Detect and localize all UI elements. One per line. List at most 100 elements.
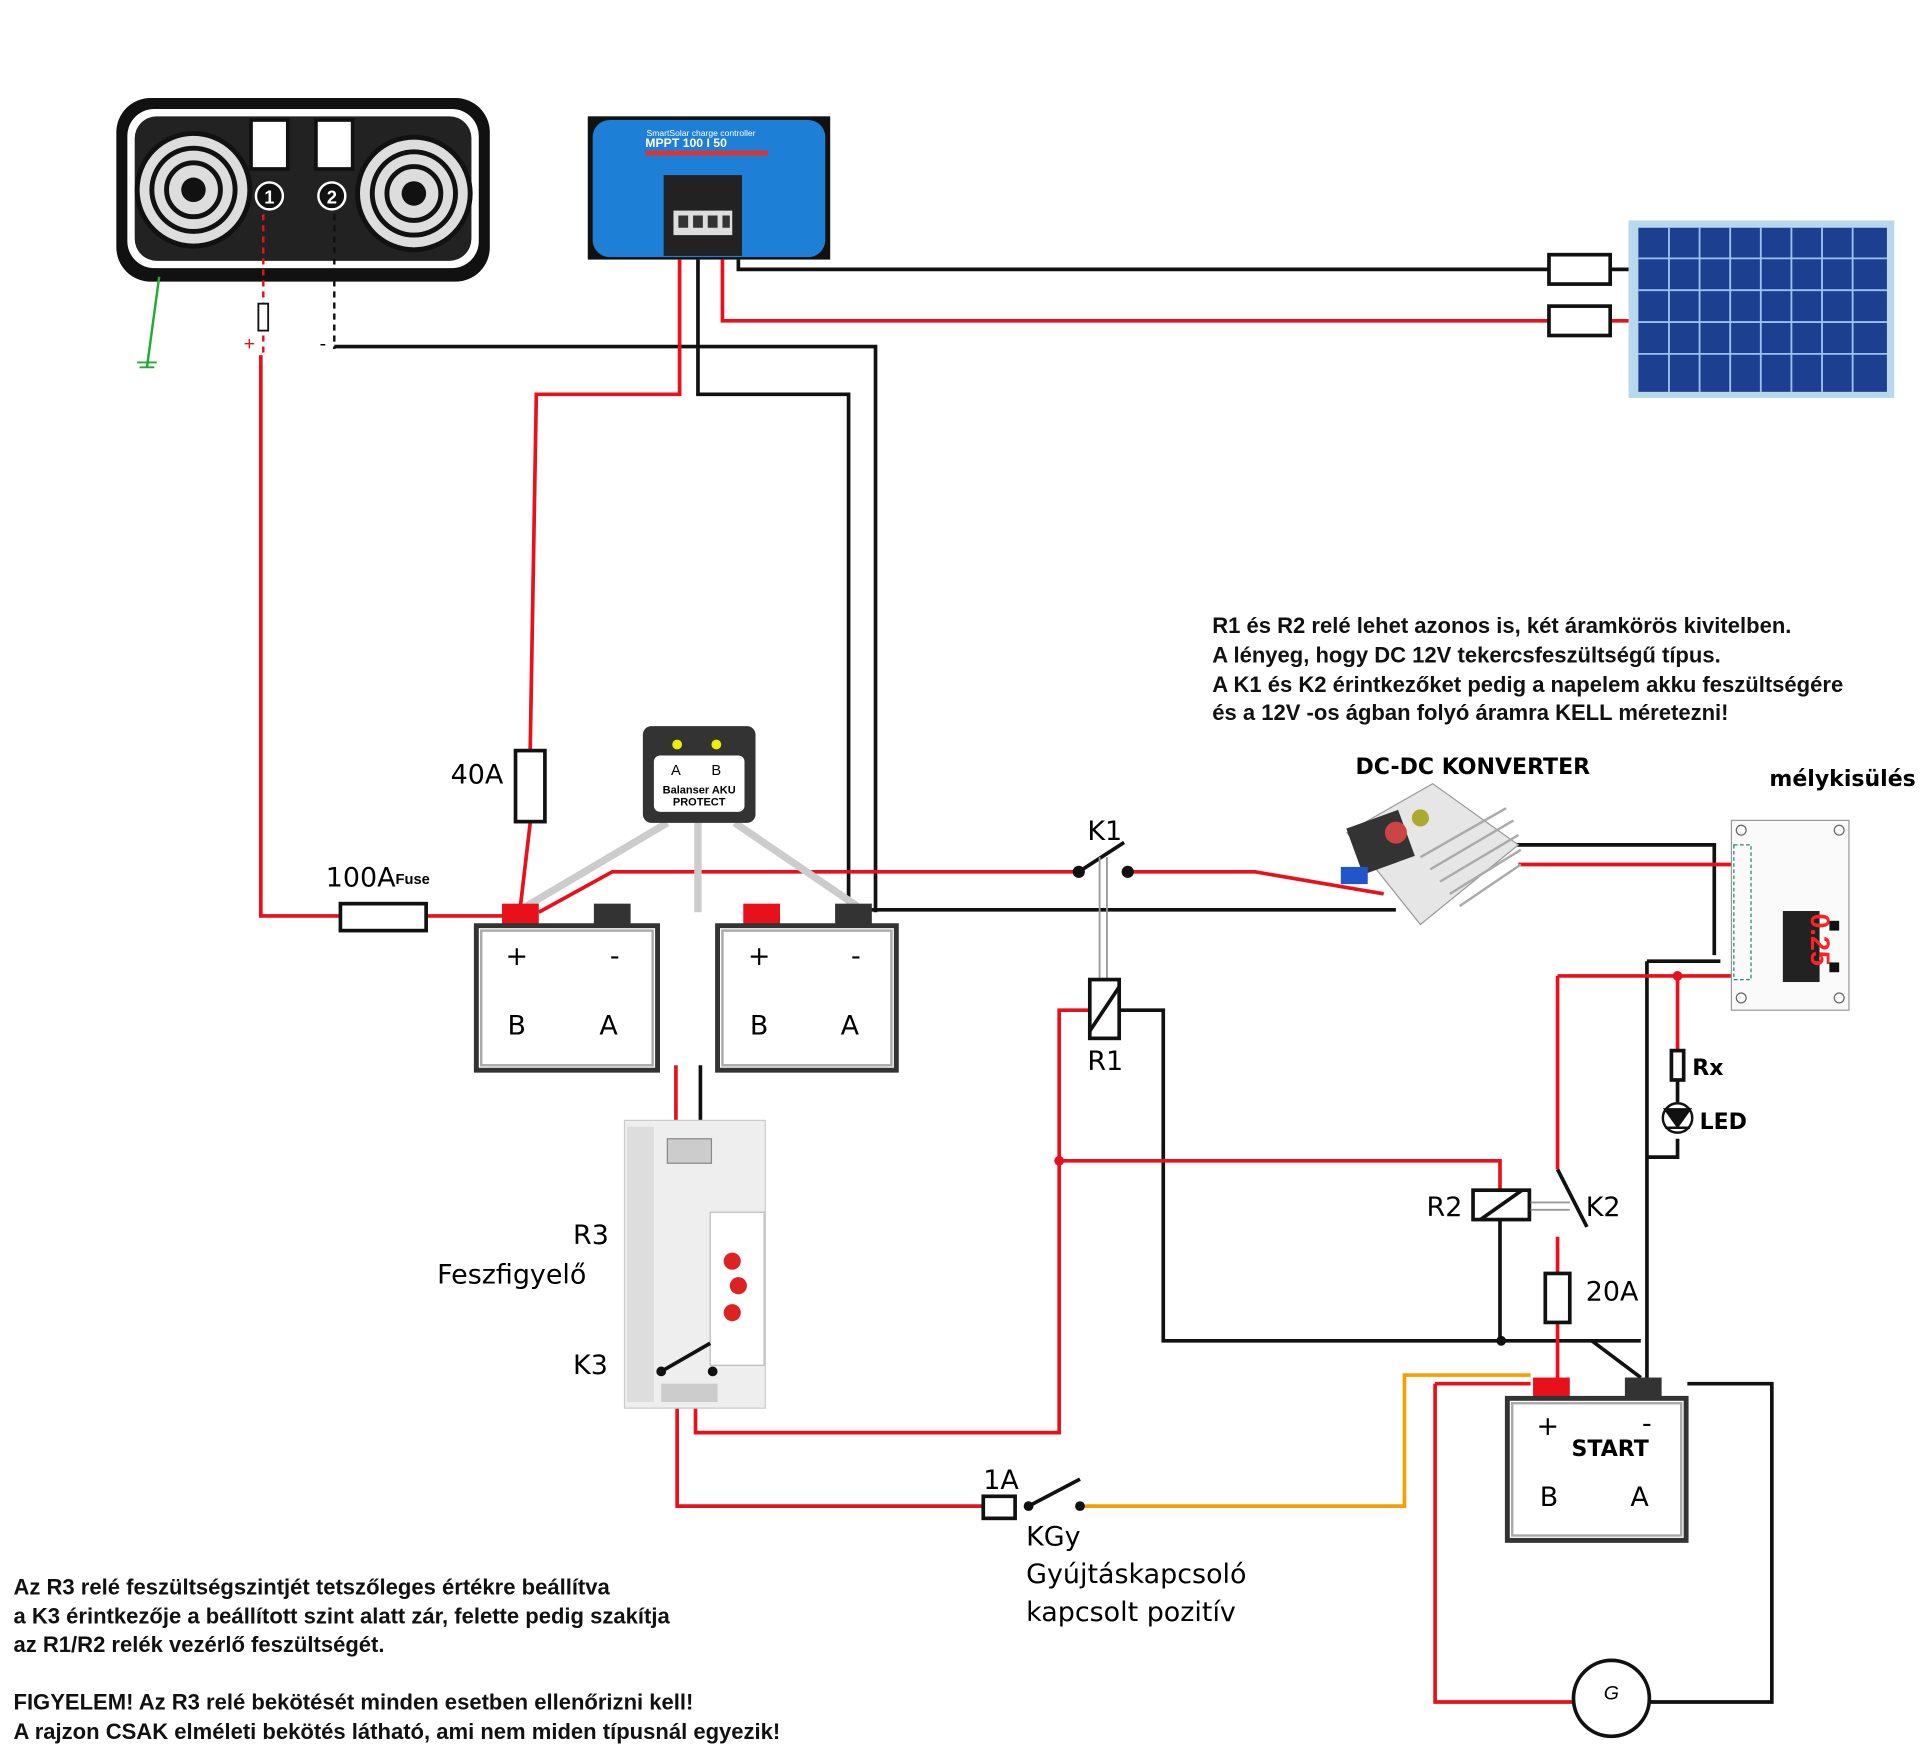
svg-text:A rajzon CSAK elméleti bekötés: A rajzon CSAK elméleti bekötés látható, … — [13, 1719, 780, 1744]
junction — [1054, 1155, 1065, 1166]
svg-text:A: A — [1630, 1482, 1649, 1513]
svg-text:MPPT 100 I 50: MPPT 100 I 50 — [645, 136, 727, 150]
inverter: 1 2 — [116, 97, 490, 282]
svg-text:Rx: Rx — [1692, 1056, 1723, 1081]
svg-text:G: G — [1604, 1683, 1619, 1705]
svg-text:B: B — [750, 1011, 768, 1042]
dial-icon — [723, 1304, 741, 1322]
fan-icon — [355, 134, 473, 253]
ground-icon — [137, 361, 157, 369]
svg-text:START: START — [1572, 1437, 1649, 1462]
svg-text:a K3 érintkezője a beállított: a K3 érintkezője a beállított szint alat… — [13, 1604, 670, 1629]
dial-icon — [729, 1277, 747, 1295]
svg-text:Balanser AKU: Balanser AKU — [663, 784, 736, 796]
svg-text:2: 2 — [327, 186, 337, 207]
svg-text:PROTECT: PROTECT — [673, 797, 726, 809]
svg-text:R3: R3 — [573, 1220, 609, 1251]
svg-text:KGy: KGy — [1026, 1521, 1081, 1552]
fuse-40a — [513, 748, 547, 824]
relay-k1-contact — [1072, 840, 1134, 980]
fuse-1a — [981, 1494, 1017, 1521]
resistor-rx — [1669, 1048, 1686, 1082]
svg-text:DC-DC KONVERTER: DC-DC KONVERTER — [1356, 755, 1591, 780]
solar-positive-fuse — [1547, 304, 1613, 338]
svg-text:+: + — [1536, 1411, 1559, 1442]
mppt-charge-controller: SmartSolar charge controller MPPT 100 I … — [587, 116, 831, 260]
terminal-1 — [254, 181, 285, 211]
relay-r2-coil — [1471, 1188, 1532, 1222]
positive-wires — [258, 259, 1759, 1704]
svg-text:+: + — [505, 941, 528, 972]
svg-text:20A: 20A — [1586, 1276, 1639, 1307]
svg-text:A: A — [841, 1011, 860, 1042]
voltage-monitor-relay-r3 — [623, 1119, 766, 1409]
svg-text:-: - — [851, 941, 861, 972]
start-battery: + - START B A — [1504, 1377, 1689, 1543]
ignition-wire — [1079, 1373, 1531, 1508]
svg-text:-: - — [1642, 1409, 1652, 1440]
junction — [1496, 1335, 1507, 1346]
deep-discharge-module: 0.25 — [1730, 819, 1850, 1011]
junction — [1672, 971, 1683, 981]
svg-text:Fuse: Fuse — [396, 872, 430, 888]
svg-text:100A: 100A — [326, 863, 396, 894]
svg-text:SmartSolar charge controller: SmartSolar charge controller — [647, 128, 756, 138]
note-bottom: Az R3 relé feszültségszintjét tetszőlege… — [13, 1574, 780, 1743]
svg-text:R1 és R2 relé lehet azonos is,: R1 és R2 relé lehet azonos is, két áramk… — [1212, 613, 1791, 638]
ground-wire — [145, 276, 161, 368]
svg-text:az R1/R2 relék vezérlő feszült: az R1/R2 relék vezérlő feszültségét. — [13, 1632, 384, 1657]
svg-text:K1: K1 — [1087, 816, 1122, 847]
svg-text:1A: 1A — [983, 1465, 1019, 1496]
balancer-aku-protect: A B Balanser AKU PROTECT — [524, 726, 860, 913]
svg-text:kapcsolt pozitív: kapcsolt pozitív — [1026, 1597, 1236, 1628]
svg-text:FIGYELEM! Az R3 relé bekötését: FIGYELEM! Az R3 relé bekötését minden es… — [13, 1689, 693, 1714]
svg-text:mélykisülés vé: mélykisülés vé — [1769, 767, 1920, 792]
svg-text:-: - — [320, 333, 327, 355]
dial-icon — [723, 1252, 741, 1270]
relay-k3-contact — [656, 1341, 718, 1377]
svg-text:Az R3 relé feszültségszintjét: Az R3 relé feszültségszintjét tetszőlege… — [13, 1574, 610, 1599]
svg-text:-: - — [610, 941, 620, 972]
fuse-20a — [1543, 1271, 1572, 1325]
fan-icon — [134, 131, 253, 249]
svg-text:1: 1 — [264, 186, 274, 207]
generator-icon — [1571, 1658, 1652, 1739]
svg-text:+: + — [244, 333, 255, 355]
dc-dc-converter — [1340, 782, 1522, 926]
solar-panel — [1628, 220, 1895, 398]
svg-text:K2: K2 — [1586, 1192, 1621, 1223]
svg-text:A K1 és K2 érintkezőket pedig: A K1 és K2 érintkezőket pedig a napelem … — [1212, 672, 1843, 697]
svg-text:és a 12V -os ágban folyó áramr: és a 12V -os ágban folyó áramra KELL mér… — [1212, 700, 1728, 725]
svg-text:A lényeg, hogy DC 12V tekercsf: A lényeg, hogy DC 12V tekercsfeszültségű… — [1212, 642, 1721, 667]
svg-text:R1: R1 — [1087, 1046, 1123, 1077]
fuse-100a — [338, 901, 428, 933]
relay-r1-coil — [1087, 977, 1122, 1041]
svg-text:B: B — [1540, 1482, 1558, 1513]
svg-text:A: A — [671, 763, 681, 779]
svg-text:Gyújtáskapcsoló: Gyújtáskapcsoló — [1026, 1559, 1246, 1590]
led-b-icon — [711, 739, 722, 750]
svg-text:B: B — [711, 763, 721, 779]
led-icon — [1661, 1102, 1694, 1134]
solar-negative-fuse — [1547, 252, 1613, 286]
ignition-switch — [1023, 1477, 1085, 1512]
note-top: R1 és R2 relé lehet azonos is, két áramk… — [1212, 613, 1843, 725]
svg-text:A: A — [599, 1011, 618, 1042]
svg-text:R2: R2 — [1427, 1192, 1463, 1223]
svg-text:K3: K3 — [573, 1350, 608, 1381]
battery-1: + - B A — [473, 903, 661, 1073]
svg-text:40A: 40A — [451, 760, 504, 791]
svg-text:Feszfigyelő: Feszfigyelő — [437, 1259, 586, 1290]
svg-text:B: B — [507, 1011, 525, 1042]
inverter-fuse — [257, 302, 270, 332]
svg-text:LED: LED — [1700, 1110, 1747, 1135]
battery-2: + - B A — [715, 903, 899, 1073]
terminal-2 — [317, 181, 347, 211]
led-a-icon — [672, 739, 683, 750]
negative-wires — [334, 259, 1774, 1704]
relay-k2-contact — [1530, 1168, 1589, 1228]
module-button[interactable] — [1829, 920, 1840, 931]
svg-text:+: + — [748, 941, 771, 972]
module-button[interactable] — [1829, 962, 1840, 973]
